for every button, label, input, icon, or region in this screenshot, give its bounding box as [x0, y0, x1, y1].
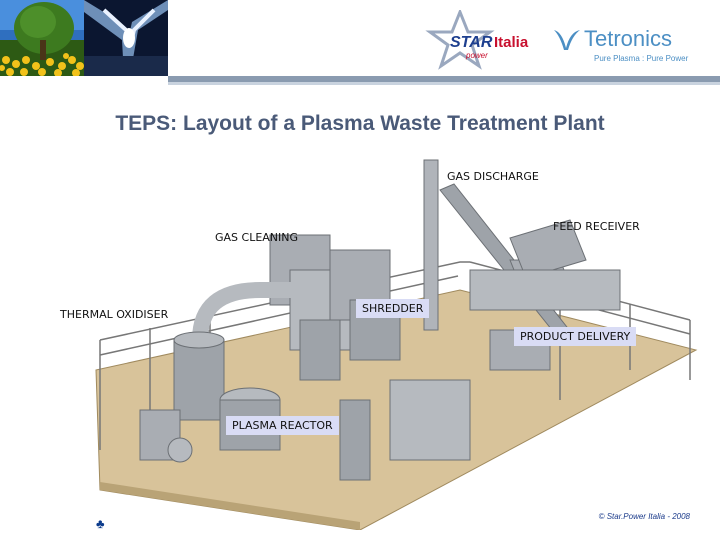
label-feed-receiver: FEED RECEIVER: [553, 220, 640, 233]
star-power-italia-logo: STAR power Italia: [422, 7, 546, 72]
label-shredder: SHREDDER: [356, 299, 430, 318]
star-logo-text: STAR: [450, 34, 493, 51]
tetronics-wing-icon: [554, 30, 580, 50]
label-plasma-reactor: PLASMA REACTOR: [226, 416, 339, 435]
club-icon: ♣: [96, 516, 105, 531]
star-icon: [425, 7, 495, 70]
label-gas-discharge: GAS DISCHARGE: [447, 170, 539, 183]
label-product-delivery: PRODUCT DELIVERY: [514, 327, 637, 346]
sunflower-tree-photo: [0, 0, 84, 76]
star-logo-brand: Italia: [494, 34, 529, 51]
header-divider: [168, 76, 720, 82]
plasma-torch-photo: [84, 0, 168, 76]
tetronics-logo: Tetronics Pure Plasma : Pure Power: [552, 22, 712, 68]
label-gas-cleaning: GAS CLEANING: [215, 231, 299, 244]
star-logo-sub: power: [466, 51, 488, 60]
label-thermal-oxidiser: THERMAL OXIDISER: [60, 308, 169, 321]
page-title: TEPS: Layout of a Plasma Waste Treatment…: [115, 112, 605, 135]
tetronics-name: Tetronics: [584, 26, 673, 51]
tetronics-tagline: Pure Plasma : Pure Power: [594, 54, 689, 63]
header-divider-light: [168, 82, 720, 85]
copyright-text: © Star.Power Italia - 2008: [598, 512, 690, 521]
